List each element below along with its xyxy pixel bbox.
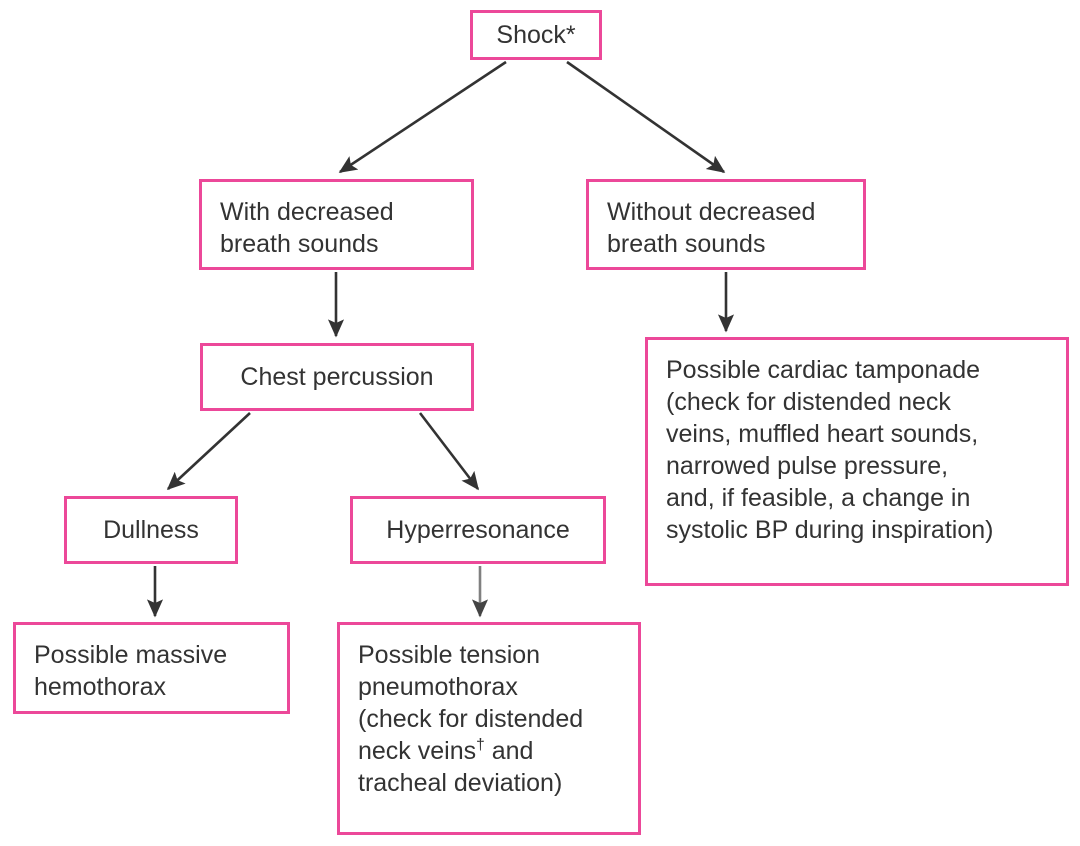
edge-shock-to-without [566, 60, 726, 174]
node-possible-massive-hemothorax-label: Possible massive hemothorax [34, 641, 228, 701]
node-chest-percussion[interactable]: Chest percussion [200, 343, 474, 411]
node-possible-cardiac-tamponade-label: Possible cardiac tamponade (check for di… [666, 356, 994, 544]
node-dullness[interactable]: Dullness [64, 496, 238, 564]
node-with-decreased-breath-sounds[interactable]: With decreased breath sounds [199, 179, 474, 270]
edge-percussion-to-dullness [166, 412, 251, 491]
edge-shock-to-with [338, 60, 507, 174]
node-without-decreased-breath-sounds[interactable]: Without decreased breath sounds [586, 179, 866, 270]
node-chest-percussion-label: Chest percussion [240, 363, 434, 391]
node-possible-massive-hemothorax[interactable]: Possible massive hemothorax [13, 622, 290, 714]
node-shock-label: Shock* [496, 21, 576, 49]
edge-percussion-to-hyperresonance [418, 412, 480, 491]
node-without-decreased-breath-sounds-label: Without decreased breath sounds [607, 198, 816, 258]
node-shock[interactable]: Shock* [470, 10, 602, 60]
node-with-decreased-breath-sounds-label: With decreased breath sounds [220, 198, 394, 258]
node-hyperresonance[interactable]: Hyperresonance [350, 496, 606, 564]
node-dullness-label: Dullness [103, 516, 199, 544]
node-possible-cardiac-tamponade[interactable]: Possible cardiac tamponade (check for di… [645, 337, 1069, 586]
node-hyperresonance-label: Hyperresonance [386, 516, 570, 544]
